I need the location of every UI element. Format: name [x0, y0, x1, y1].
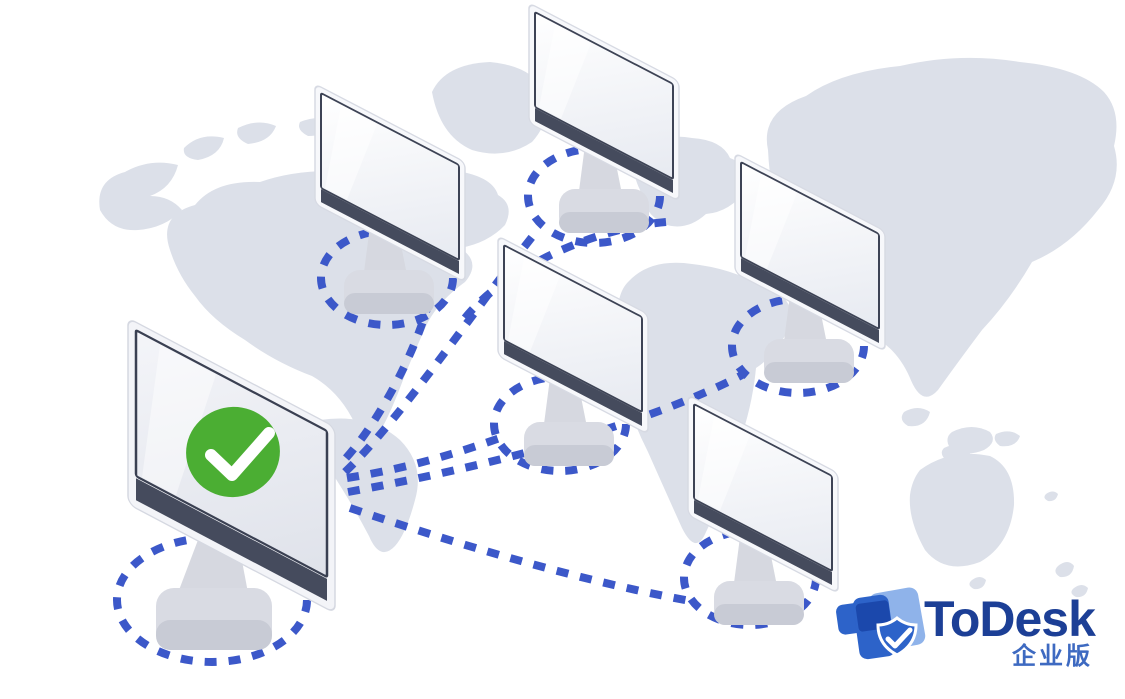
continent-australia [909, 453, 1015, 590]
islands-new-guinea [947, 427, 993, 454]
logo-edition-text: 企业版 [1012, 642, 1093, 670]
connection-line-host-remote-4 [347, 370, 746, 496]
todesk-mark-icon [836, 587, 926, 660]
device-zone-host [113, 534, 311, 666]
shield-check-mark [885, 627, 913, 649]
check-circle-icon [186, 406, 280, 498]
check-mark [205, 427, 275, 481]
host-monitor [127, 320, 336, 650]
shield-shape [876, 616, 918, 657]
screen-highlight [142, 344, 216, 496]
connection-line-host-remote-5 [348, 504, 697, 606]
remote-monitor-5 [686, 393, 840, 625]
status-check [186, 406, 280, 498]
shield-check-icon [876, 616, 918, 657]
continent-greenland [432, 62, 547, 154]
islands-japan [925, 258, 966, 304]
logo-brand-text: ToDesk [924, 591, 1096, 647]
continent-arctic-islands [183, 118, 386, 160]
todesk-logo: ToDesk 企业版 [836, 587, 1097, 670]
monitor-bezel [136, 478, 327, 601]
monitor-stand-base-front [156, 620, 272, 650]
islands-new-zealand [1044, 491, 1088, 598]
continent-alaska [99, 162, 182, 231]
continent-south-america [318, 418, 418, 553]
